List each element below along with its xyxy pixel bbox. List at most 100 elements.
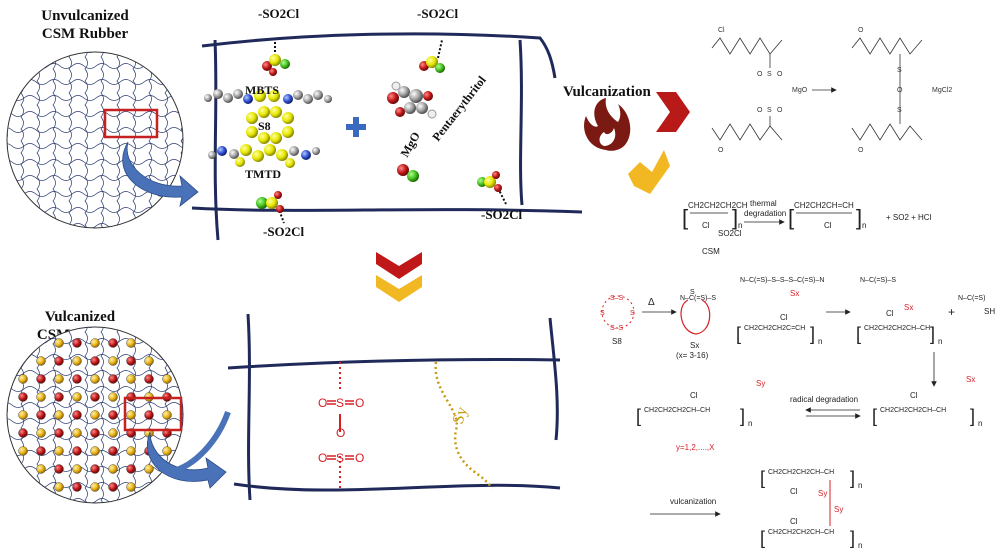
sulfur-activation-scheme: S–S S–S S S S8 Δ N–C(=S)–S S Sx (x= 3-16… — [600, 277, 995, 387]
svg-text:]: ] — [740, 406, 745, 426]
svg-text:[: [ — [736, 324, 741, 344]
polymer-chain-right — [518, 39, 524, 206]
crosslink-node — [54, 428, 64, 438]
polymer-chain-line — [7, 159, 183, 165]
s8-label: S8 — [258, 119, 271, 133]
crosslink-node — [126, 482, 136, 492]
svg-text:]: ] — [856, 205, 862, 230]
mgo-label: MgO — [397, 129, 422, 159]
oxygen-label: O — [336, 426, 345, 440]
vulcanization-label: Vulcanization — [563, 84, 651, 100]
crosslink-node — [108, 410, 118, 420]
crosslink-node — [126, 410, 136, 420]
crosslink-nodes — [18, 338, 172, 492]
chlorine-label: Cl — [886, 309, 894, 318]
vulcanized-title-line1: Vulcanized — [45, 309, 116, 325]
polymer-chain-line — [7, 127, 183, 133]
crosslink-node — [36, 392, 46, 402]
crosslink-node — [72, 482, 82, 492]
subscript-n: n — [748, 419, 752, 428]
y-range-label: y=1,2,....,X — [676, 443, 715, 452]
polymer-chain-line — [100, 327, 104, 503]
svg-text:CH2CH2CH2CH: CH2CH2CH2CH — [688, 201, 748, 210]
crosslink-node — [18, 392, 28, 402]
vulcanization-crosslink-scheme: vulcanization [ CH2CH2CH2CH–CH Cl ] n Sy… — [650, 468, 862, 550]
oxygen-label: O — [355, 451, 364, 465]
polymer-chain-bottom — [191, 206, 583, 214]
svg-text:]: ] — [810, 324, 815, 344]
plus-icon — [346, 117, 366, 137]
oxygen-label: O — [718, 147, 724, 154]
mgo-crosslinking-scheme: Cl S O O MgO S O O O O S O S MgCl2 O — [711, 27, 952, 154]
zoom-region-box — [103, 108, 159, 139]
sx-label: Sx — [690, 341, 699, 350]
vulcanization-process-icon: Vulcanization — [563, 84, 690, 194]
byproducts-label: + SO2 + HCl — [886, 213, 932, 222]
polymer-chain-right — [548, 317, 559, 441]
crosslink-node — [18, 374, 28, 384]
svg-text:[: [ — [682, 205, 688, 230]
chlorine-label: Cl — [780, 313, 788, 322]
chlorine-label: Cl — [702, 221, 710, 230]
oxygen-label: O — [777, 107, 783, 114]
crosslink-node — [36, 446, 46, 456]
crosslink-node — [54, 410, 64, 420]
crosslink-node — [18, 410, 28, 420]
so2cl-molecule — [256, 191, 285, 224]
crosslink-node — [108, 338, 118, 348]
polymer-chain-line — [52, 52, 56, 228]
mbts-label: MBTS — [245, 83, 279, 97]
crosslink-node — [144, 356, 154, 366]
svg-text:CH2CH2CH2CH–CH: CH2CH2CH2CH–CH — [768, 529, 834, 536]
polymer-chain-top — [227, 357, 561, 370]
crosslink-node — [54, 464, 64, 474]
crosslink-node — [72, 338, 82, 348]
so2cl-label: -SO2Cl — [481, 207, 523, 222]
oxygen-label: O — [757, 107, 763, 114]
crosslink-node — [18, 446, 28, 456]
sulfur-label: S — [897, 67, 902, 74]
svg-text:[: [ — [872, 406, 877, 426]
polymer-chain-line — [84, 327, 88, 503]
svg-text:]: ] — [850, 468, 855, 488]
chevron-right-icon — [656, 92, 690, 132]
crosslink-node — [126, 464, 136, 474]
crosslink-node — [90, 392, 100, 402]
polymer-chain-line — [52, 327, 56, 503]
zoom-arrow-bottom-lead — [169, 410, 231, 475]
vulcanization-step-label: vulcanization — [670, 497, 716, 506]
crosslink-node — [108, 482, 118, 492]
crosslink-node — [72, 356, 82, 366]
so2cl-molecule — [419, 39, 445, 73]
svg-text:[: [ — [760, 468, 765, 488]
sx-label: Sx — [790, 289, 799, 298]
so2cl-label: -SO2Cl — [417, 6, 459, 21]
zoom-region-box — [123, 396, 183, 432]
heat-symbol: Δ — [648, 297, 655, 308]
s8-molecule — [246, 106, 294, 144]
vulcanized-detail-panel: O S O O O S O Sy — [227, 313, 561, 501]
so2cl-label: -SO2Cl — [258, 6, 300, 21]
crosslink-node — [36, 374, 46, 384]
crosslink-node — [90, 356, 100, 366]
chlorine-label: Cl — [690, 391, 698, 400]
crosslink-node — [54, 338, 64, 348]
crosslink-node — [126, 338, 136, 348]
crosslink-node — [72, 446, 82, 456]
polymer-chain-line — [7, 191, 183, 197]
crosslink-node — [162, 410, 172, 420]
svg-text:+: + — [948, 305, 955, 319]
sy-label: Sy — [834, 505, 843, 514]
svg-text:[: [ — [760, 528, 765, 548]
svg-text:S: S — [690, 289, 695, 296]
svg-text:CH2CH2CH2CH–CH: CH2CH2CH2CH–CH — [880, 407, 946, 414]
svg-text:N–C(=S)–S–S–S–C(=S)–N: N–C(=S)–S–S–S–C(=S)–N — [740, 277, 824, 284]
oxygen-label: O — [355, 396, 364, 410]
polymer-chain-line — [36, 52, 40, 228]
svg-text:]: ] — [930, 324, 935, 344]
polymer-chain-line — [84, 52, 88, 228]
oxygen-label: O — [318, 396, 327, 410]
sulfur-label: S — [336, 396, 344, 410]
crosslink-node — [36, 464, 46, 474]
crosslink-node — [108, 392, 118, 402]
